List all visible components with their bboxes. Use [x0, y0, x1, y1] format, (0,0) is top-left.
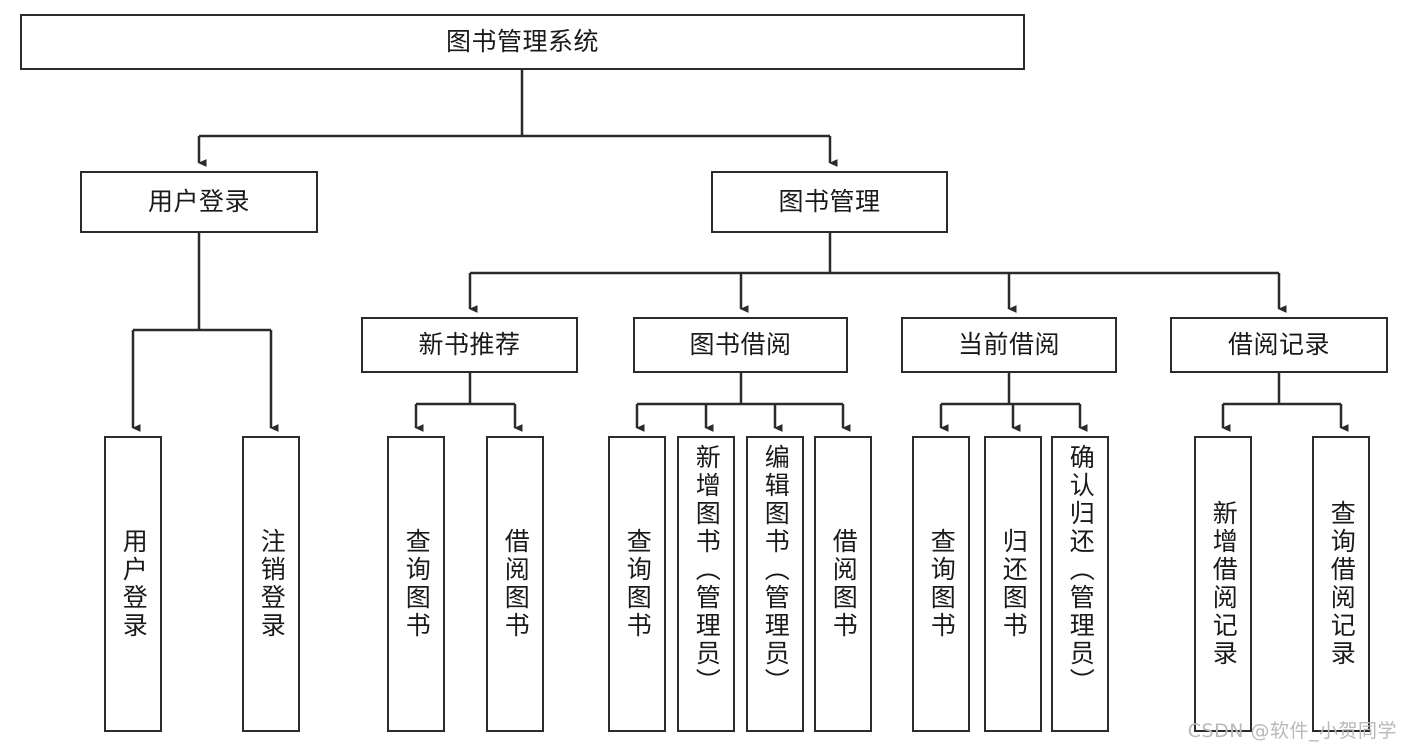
node-leaf-query-borrow-record[interactable]: 查询借阅记录	[1312, 436, 1370, 732]
node-current-borrow[interactable]: 当前借阅	[901, 317, 1117, 373]
node-leaf-query-book-recommend[interactable]: 查询图书	[387, 436, 445, 732]
node-root[interactable]: 图书管理系统	[20, 14, 1025, 70]
node-leaf-confirm-return[interactable]: 确认归还（管理员）	[1051, 436, 1109, 732]
node-borrow-record[interactable]: 借阅记录	[1170, 317, 1388, 373]
node-leaf-user-login[interactable]: 用户登录	[104, 436, 162, 732]
node-leaf-borrow-book-recommend[interactable]: 借阅图书	[486, 436, 544, 732]
node-user-login-label: 用户登录	[147, 187, 250, 217]
node-leaf-query-book-borrow-label: 查询图书	[623, 528, 653, 640]
node-user-login[interactable]: 用户登录	[80, 171, 318, 233]
node-leaf-user-logout[interactable]: 注销登录	[242, 436, 300, 732]
node-leaf-query-borrow-record-label: 查询借阅记录	[1327, 500, 1357, 668]
node-book-borrow[interactable]: 图书借阅	[633, 317, 848, 373]
node-leaf-borrow-book-recommend-label: 借阅图书	[501, 528, 531, 640]
node-leaf-add-borrow-record-label: 新增借阅记录	[1209, 500, 1239, 668]
node-new-book-recommend-label: 新书推荐	[418, 330, 521, 360]
node-leaf-user-logout-label: 注销登录	[257, 528, 287, 640]
node-current-borrow-label: 当前借阅	[957, 330, 1060, 360]
node-leaf-borrow-book-label: 借阅图书	[829, 528, 859, 640]
node-leaf-edit-book-label: 编辑图书（管理员）	[761, 444, 791, 696]
node-book-management[interactable]: 图书管理	[711, 171, 948, 233]
node-leaf-borrow-book[interactable]: 借阅图书	[814, 436, 872, 732]
node-book-management-label: 图书管理	[778, 187, 881, 217]
csdn-watermark: CSDN @软件_小贺同学	[1187, 720, 1397, 742]
node-leaf-add-book[interactable]: 新增图书（管理员）	[677, 436, 735, 732]
node-leaf-query-book-current[interactable]: 查询图书	[912, 436, 970, 732]
node-book-borrow-label: 图书借阅	[689, 330, 792, 360]
node-borrow-record-label: 借阅记录	[1227, 330, 1330, 360]
node-leaf-return-book[interactable]: 归还图书	[984, 436, 1042, 732]
node-new-book-recommend[interactable]: 新书推荐	[361, 317, 578, 373]
node-leaf-add-book-label: 新增图书（管理员）	[692, 444, 722, 696]
node-leaf-query-book-borrow[interactable]: 查询图书	[608, 436, 666, 732]
node-leaf-user-login-label: 用户登录	[119, 528, 149, 640]
node-leaf-confirm-return-label: 确认归还（管理员）	[1066, 444, 1096, 696]
node-leaf-edit-book[interactable]: 编辑图书（管理员）	[746, 436, 804, 732]
node-leaf-query-book-recommend-label: 查询图书	[402, 528, 432, 640]
node-leaf-query-book-current-label: 查询图书	[927, 528, 957, 640]
node-root-label: 图书管理系统	[445, 27, 599, 57]
node-leaf-add-borrow-record[interactable]: 新增借阅记录	[1194, 436, 1252, 732]
node-leaf-return-book-label: 归还图书	[999, 528, 1029, 640]
